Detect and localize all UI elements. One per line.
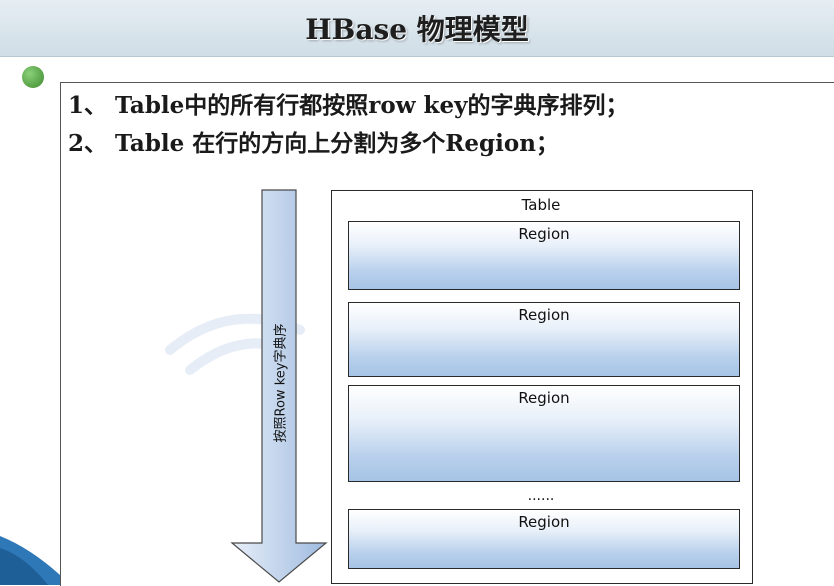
region-label: Region <box>518 225 570 243</box>
table-label: Table <box>521 196 561 214</box>
region-label: Region <box>518 306 570 324</box>
slide-title: HBase 物理模型 <box>305 13 529 46</box>
region-1: Region <box>348 221 740 290</box>
ellipsis: ...... <box>527 488 555 504</box>
point-1: 1、 Table中的所有行都按照row key的字典序排列； <box>68 92 629 119</box>
bullet-circle-icon <box>22 66 44 88</box>
point-2: 2、 Table 在行的方向上分割为多个Region； <box>68 130 559 157</box>
region-2: Region <box>348 302 740 377</box>
region-label: Region <box>518 389 570 407</box>
region-4: Region <box>348 509 740 569</box>
region-label: Region <box>518 513 570 531</box>
region-3: Region <box>348 385 740 482</box>
title-bar: HBase 物理模型 <box>0 0 834 57</box>
